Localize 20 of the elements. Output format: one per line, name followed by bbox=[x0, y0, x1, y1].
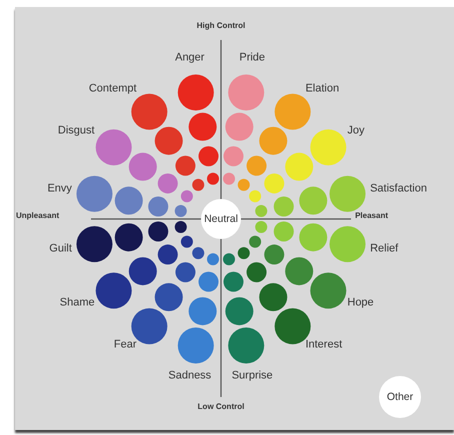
axis-label: Unpleasant bbox=[16, 211, 60, 221]
emotion-label: Relief bbox=[370, 242, 398, 256]
emotion-label: Shame bbox=[60, 296, 95, 310]
emotion-label: Satisfaction bbox=[370, 182, 427, 196]
axis-label: Pleasant bbox=[355, 211, 388, 221]
emotion-label: Joy bbox=[347, 124, 364, 138]
emotion-label: Interest bbox=[305, 338, 342, 352]
axis-label: High Control bbox=[196, 21, 246, 31]
emotion-label: Pride bbox=[239, 52, 266, 65]
emotion-label: Anger bbox=[175, 52, 204, 65]
emotion-label: Fear bbox=[114, 338, 137, 352]
emotion-label: Elation bbox=[305, 82, 340, 96]
emotion-label: Contempt bbox=[88, 82, 137, 96]
emotion-label: Sadness bbox=[168, 369, 212, 382]
emotion-label: Envy bbox=[47, 182, 72, 196]
emotion-label: Surprise bbox=[232, 369, 273, 382]
emotion-label: Disgust bbox=[58, 124, 95, 138]
axis-label: Low Control bbox=[198, 402, 244, 412]
emotion-label: Guilt bbox=[49, 242, 72, 256]
emotion-label: Hope bbox=[347, 296, 374, 310]
